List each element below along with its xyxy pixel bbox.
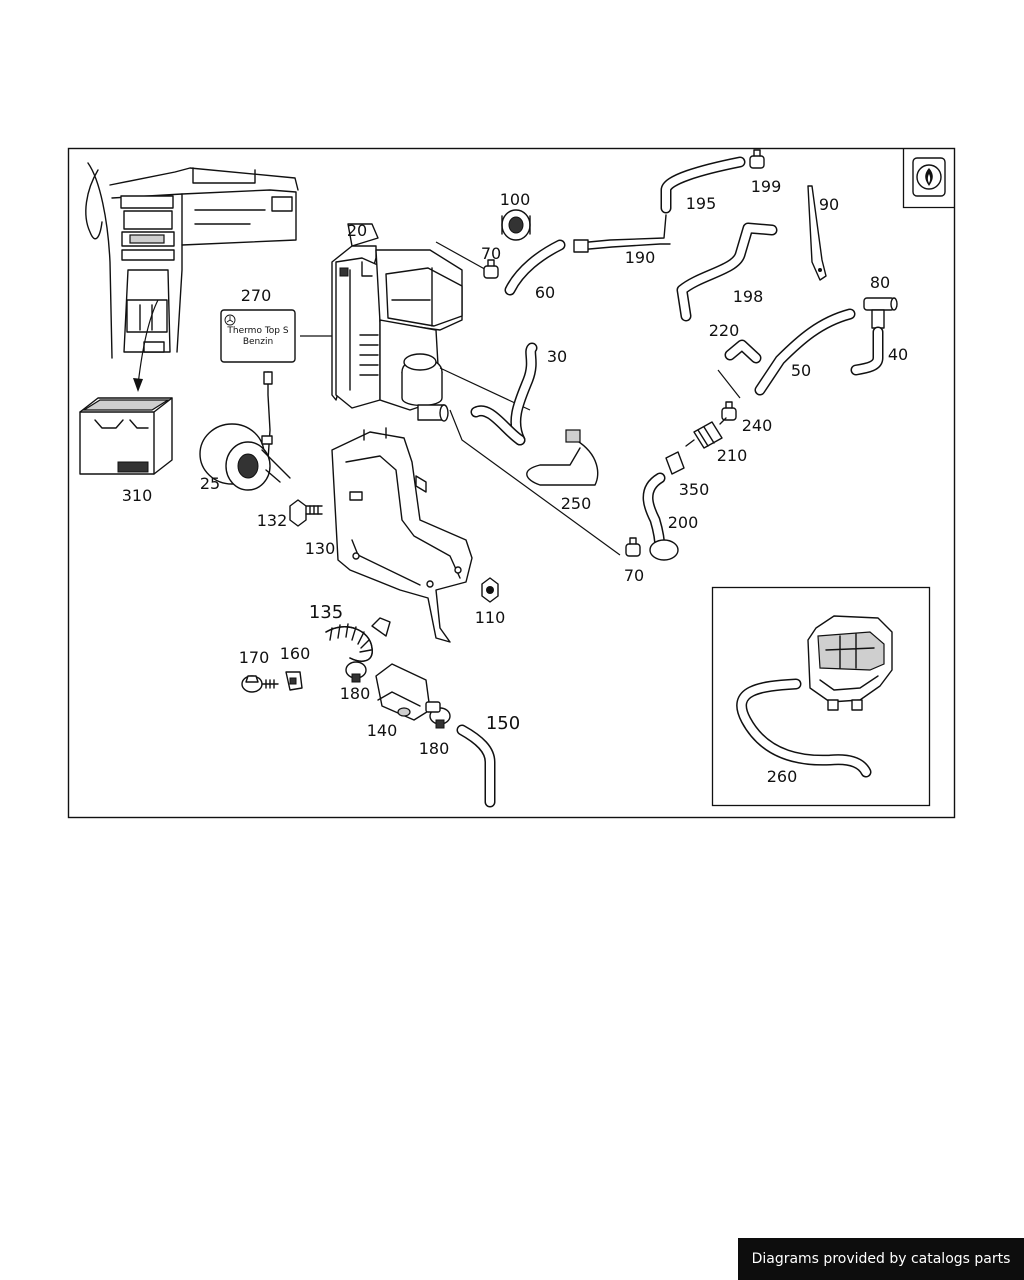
label-180-top: 180 bbox=[340, 684, 371, 703]
label-110: 110 bbox=[475, 608, 506, 627]
hose-220 bbox=[724, 339, 762, 364]
label-170: 170 bbox=[239, 648, 270, 667]
check-valve-210 bbox=[685, 417, 727, 449]
sticker-270: Thermo Top S Benzin bbox=[220, 309, 296, 363]
hose-60 bbox=[504, 239, 566, 296]
label-260: 260 bbox=[767, 767, 798, 786]
label-350: 350 bbox=[679, 480, 710, 499]
label-70-top: 70 bbox=[481, 244, 501, 263]
inset-frame bbox=[711, 586, 931, 807]
credit-banner: Diagrams provided by catalogs parts bbox=[738, 1238, 1024, 1280]
hose-195 bbox=[660, 156, 746, 214]
hose-clamp-70-bottom bbox=[625, 537, 641, 557]
label-80: 80 bbox=[870, 273, 890, 292]
t-connector-80 bbox=[863, 297, 898, 329]
label-270: 270 bbox=[241, 286, 272, 305]
label-40: 40 bbox=[888, 345, 908, 364]
nut-110 bbox=[481, 577, 499, 603]
label-70-bottom: 70 bbox=[624, 566, 644, 585]
clamp-180-top bbox=[345, 661, 367, 683]
fuel-pump-25 bbox=[199, 371, 291, 491]
hose-250 bbox=[526, 429, 599, 486]
control-unit-310 bbox=[79, 397, 173, 475]
grommet-100 bbox=[501, 209, 531, 241]
label-200: 200 bbox=[668, 513, 699, 532]
hose-260 bbox=[736, 678, 872, 778]
bracket-90 bbox=[807, 185, 827, 281]
mounting-bracket-130 bbox=[331, 427, 473, 643]
label-199: 199 bbox=[751, 177, 782, 196]
hose-clamp-199 bbox=[749, 149, 765, 169]
sticker-line-1: Thermo Top S bbox=[226, 326, 288, 336]
label-180-bottom: 180 bbox=[419, 739, 450, 758]
label-30: 30 bbox=[547, 347, 567, 366]
dashboard-sketch bbox=[85, 162, 299, 359]
label-130: 130 bbox=[305, 539, 336, 558]
hose-30 bbox=[470, 342, 538, 446]
silencer-140 bbox=[375, 663, 441, 721]
hose-198 bbox=[676, 222, 778, 322]
hose-50 bbox=[754, 308, 856, 396]
label-140: 140 bbox=[367, 721, 398, 740]
label-150: 150 bbox=[486, 713, 520, 734]
label-100: 100 bbox=[500, 190, 531, 209]
label-198: 198 bbox=[733, 287, 764, 306]
label-310: 310 bbox=[122, 486, 153, 505]
sticker-line-2: Benzin bbox=[243, 337, 273, 347]
label-210: 210 bbox=[717, 446, 748, 465]
label-90: 90 bbox=[819, 195, 839, 214]
label-20: 20 bbox=[347, 221, 367, 240]
label-60: 60 bbox=[535, 283, 555, 302]
label-135: 135 bbox=[309, 602, 343, 623]
tailpipe-150 bbox=[456, 724, 496, 808]
label-160: 160 bbox=[280, 644, 311, 663]
heater-flame-icon bbox=[902, 148, 955, 209]
hose-clamp-240 bbox=[721, 401, 737, 421]
label-195: 195 bbox=[686, 194, 717, 213]
hose-40 bbox=[850, 326, 884, 376]
heater-unit-20 bbox=[331, 223, 463, 422]
label-25: 25 bbox=[200, 474, 220, 493]
clip-350 bbox=[665, 451, 685, 475]
heater-assembly-260 bbox=[807, 615, 893, 711]
label-50: 50 bbox=[791, 361, 811, 380]
label-240: 240 bbox=[742, 416, 773, 435]
hose-clamp-70-top bbox=[483, 259, 499, 279]
label-250: 250 bbox=[561, 494, 592, 513]
flex-pipe-135 bbox=[325, 617, 391, 662]
label-220: 220 bbox=[709, 321, 740, 340]
label-132: 132 bbox=[257, 511, 288, 530]
screw-170 bbox=[241, 675, 279, 693]
hose-190 bbox=[573, 214, 671, 253]
clip-160 bbox=[285, 671, 303, 691]
bolt-132 bbox=[289, 499, 323, 527]
label-190: 190 bbox=[625, 248, 656, 267]
hose-200 bbox=[642, 472, 679, 561]
diagram-frame bbox=[67, 147, 956, 819]
